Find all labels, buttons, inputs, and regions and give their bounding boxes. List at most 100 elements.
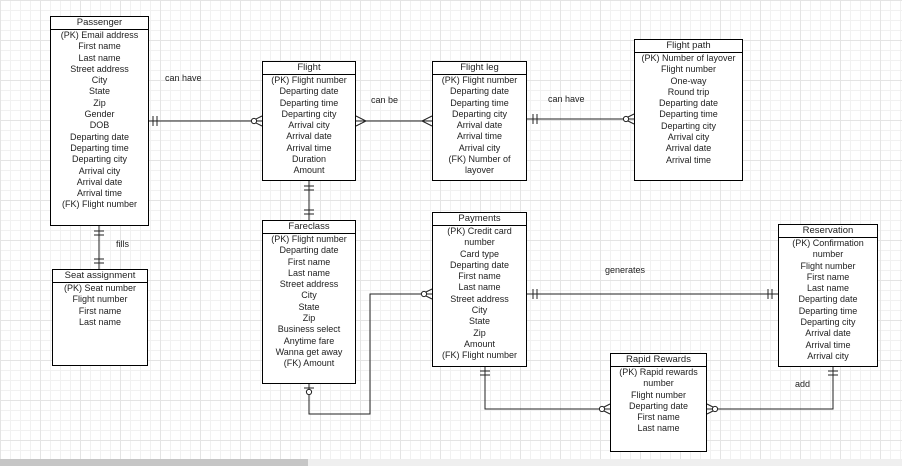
- entity-attribute: (PK) Seat number: [63, 283, 137, 293]
- entity-attribute: Arrival date: [286, 131, 332, 142]
- entity-attribute: Arrival date: [805, 328, 851, 339]
- entity-title: Flight: [263, 62, 355, 75]
- entity-attribute: State: [298, 301, 320, 312]
- entity-attribute: Flight number: [800, 260, 856, 271]
- relationship-label-reservation-rewards: add: [795, 379, 811, 389]
- entity-title: Rapid Rewards: [611, 354, 706, 367]
- entity-attribute: First name: [458, 271, 501, 282]
- entity-attribute: Departing date: [279, 245, 339, 256]
- entity-attribute: Departing date: [449, 86, 510, 97]
- entity-attribute: City: [301, 290, 317, 301]
- entity-title: Seat assignment: [53, 270, 147, 283]
- entity-attribute: One-way: [670, 75, 707, 86]
- line-reservation-rewards: [707, 367, 834, 410]
- entity-attribute: (PK) Confirmation number: [792, 238, 864, 260]
- entity-attribute: First name: [287, 256, 331, 267]
- entity-attribute: Last name: [458, 282, 501, 293]
- entity-attribute: First name: [637, 412, 680, 423]
- entity-attribute: Flight number: [630, 389, 687, 400]
- horizontal-scrollbar[interactable]: [0, 459, 902, 466]
- entity-attribute: Arrival city: [288, 120, 330, 131]
- entity-attribute: (FK) Number of layover: [448, 154, 511, 176]
- entity-attribute: Departing time: [450, 97, 509, 108]
- entity-attribute: State: [468, 316, 490, 327]
- entity-attribute: (PK) Flight number: [441, 75, 518, 85]
- entity-attribute: Street address: [450, 293, 509, 304]
- entity-attribute: First name: [78, 41, 121, 52]
- entity-attribute: Arrival city: [807, 350, 849, 361]
- entity-attribute: Departing date: [279, 86, 339, 97]
- entity-attribute: Arrival city: [667, 132, 710, 143]
- entity-attribute: Last name: [78, 316, 122, 327]
- entity-attribute: Departing date: [628, 400, 689, 411]
- entity-attribute: Zip: [93, 97, 106, 108]
- entity-title: Payments: [433, 213, 526, 226]
- entity-attribute: Zip: [473, 327, 486, 338]
- entity-attribute: (FK) Flight number: [61, 199, 138, 210]
- entity-attribute: Anytime fare: [283, 335, 335, 346]
- relationship-label-passenger-seat: fills: [116, 239, 129, 249]
- entity-attribute: Flight number: [660, 64, 717, 75]
- relationship-label-flight-flightleg: can be: [371, 95, 399, 105]
- entity-attribute: (FK) Amount: [283, 358, 335, 369]
- entity-attribute: (FK) Flight number: [441, 350, 518, 361]
- entity-attribute: Arrival date: [76, 176, 123, 187]
- entity-attribute: Departing time: [279, 97, 339, 108]
- entity-attribute: (PK) Flight number: [271, 234, 347, 244]
- entity-title: Flight leg: [433, 62, 526, 75]
- scrollbar-thumb[interactable]: [0, 459, 308, 466]
- entity-attribute: Departing city: [281, 108, 337, 119]
- entity-attribute: Street address: [70, 63, 129, 74]
- entity-attribute: Wanna get away: [275, 346, 343, 357]
- entity-attribute: (PK) Number of layover: [641, 53, 736, 63]
- entity-attribute: Departing date: [449, 259, 510, 270]
- entity-attribute: First name: [78, 305, 122, 316]
- entity-attribute: Arrival city: [78, 165, 121, 176]
- entity-attribute: Departing date: [69, 131, 130, 142]
- entity-attribute: Business select: [277, 324, 341, 335]
- entity-attribute: Departing time: [798, 305, 858, 316]
- entity-title: Reservation: [779, 225, 877, 238]
- entity-attribute: Amount: [463, 338, 496, 349]
- entity-attribute: Street address: [279, 279, 339, 290]
- entity-attribute: Arrival time: [76, 188, 122, 199]
- entity-attribute: Last name: [637, 423, 680, 434]
- entity-attribute: City: [91, 75, 108, 86]
- entity-attribute: City: [471, 305, 488, 316]
- entity-attribute: Zip: [302, 313, 316, 324]
- line-fareclass-payments: [308, 293, 432, 415]
- entity-title: Passenger: [51, 17, 148, 30]
- entity-attribute: Arrival time: [805, 339, 851, 350]
- entity-title: Flight path: [635, 40, 742, 53]
- entity-attribute: Departing city: [71, 154, 128, 165]
- entity-attribute: Departing city: [800, 317, 856, 328]
- relationship-label-payments-reservation: generates: [605, 265, 646, 275]
- entity-attribute: Card type: [459, 248, 500, 259]
- entity-attribute: (PK) Flight number: [271, 75, 347, 85]
- entity-attribute: Gender: [84, 109, 115, 120]
- relationship-label-passenger-flight: can have: [165, 73, 202, 83]
- entity-attribute: Last name: [806, 283, 850, 294]
- relationship-label-flightleg-flightpath: can have: [548, 94, 585, 104]
- entity-attribute: Round trip: [667, 86, 710, 97]
- entity-attribute: DOB: [89, 120, 110, 131]
- line-payments-rewards: [484, 367, 610, 410]
- entity-attribute: (PK) Email address: [60, 30, 139, 40]
- entity-attribute: First name: [806, 271, 850, 282]
- entity-attribute: Arrival city: [458, 142, 501, 153]
